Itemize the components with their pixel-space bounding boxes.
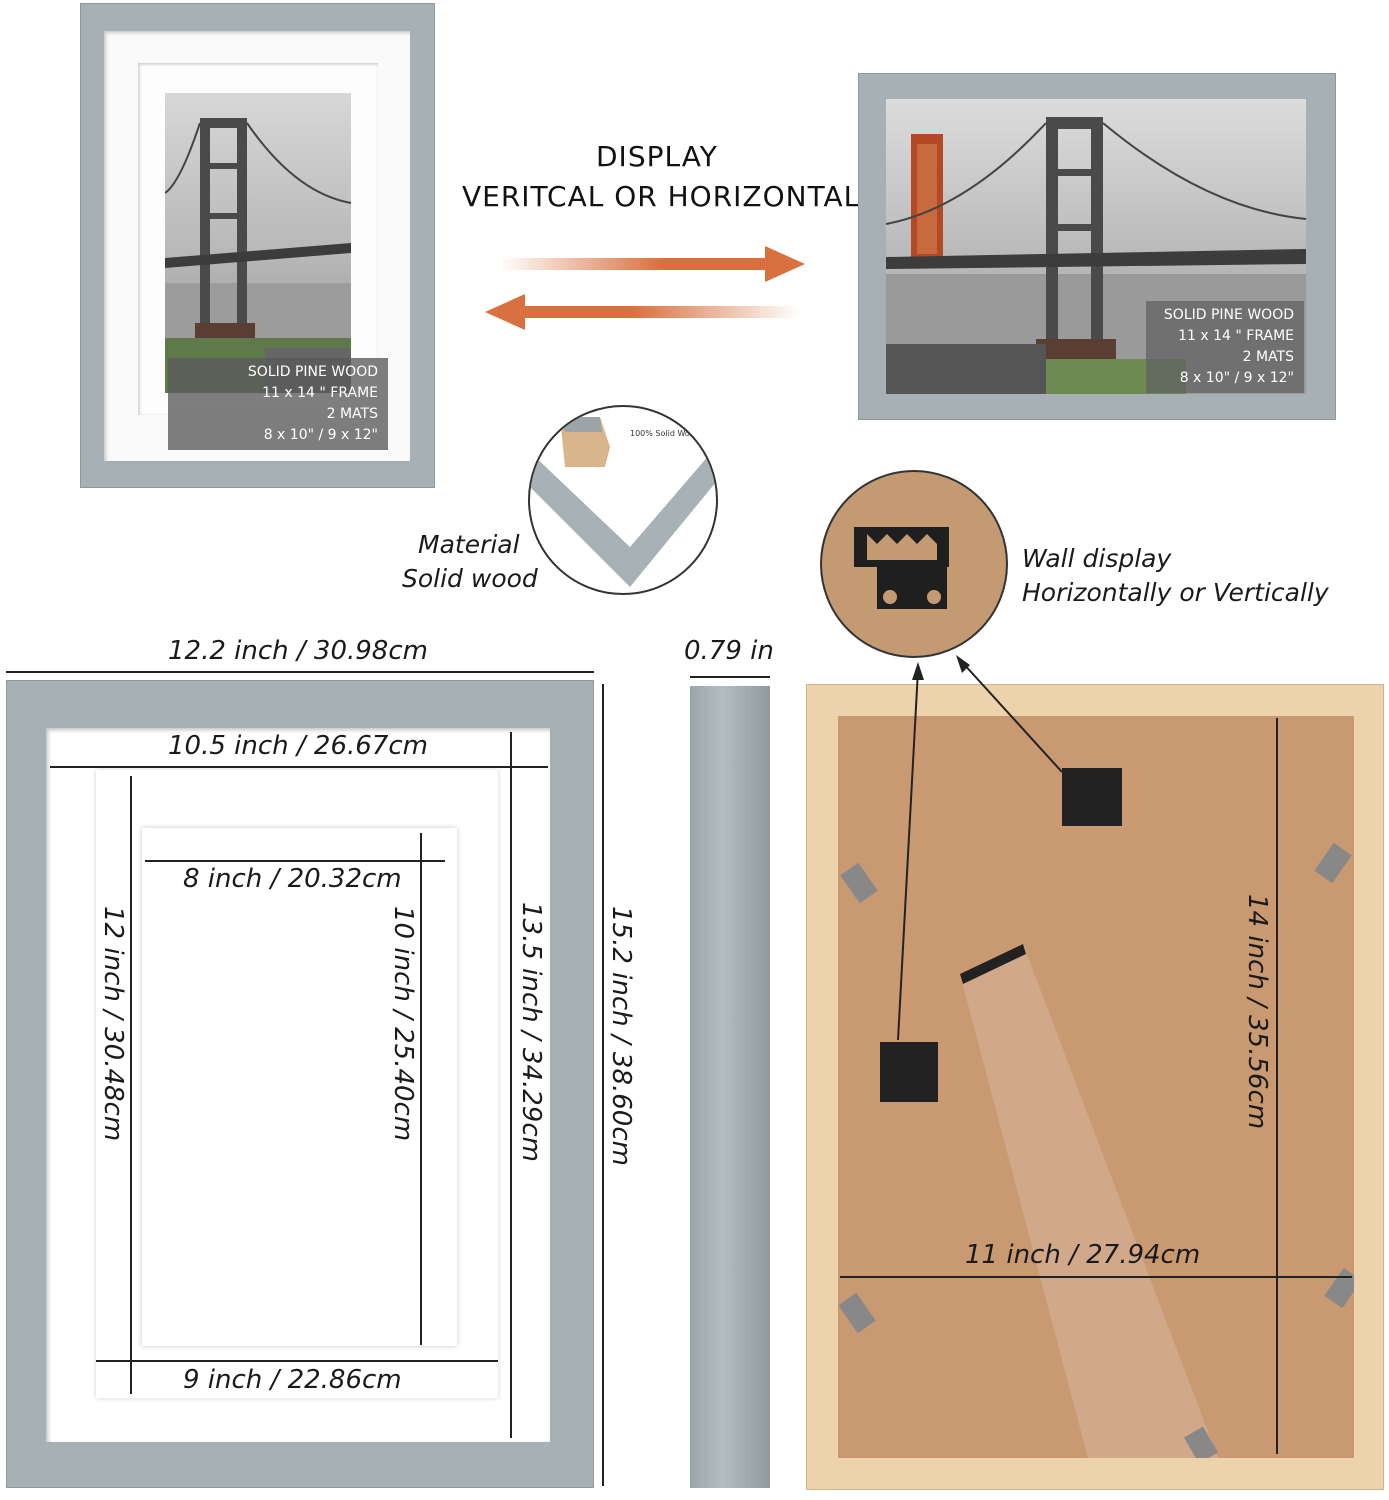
depth-label: 0.79 in	[684, 636, 774, 666]
mat-opening-inner	[142, 828, 457, 1346]
outer-width-line	[6, 671, 594, 673]
photo-height-line	[420, 833, 422, 1345]
overlay-h-line-2: 11 x 14 " FRAME	[1178, 328, 1294, 344]
mat-width-label: 9 inch / 22.86cm	[183, 1365, 402, 1395]
outer-width-label: 12.2 inch / 30.98cm	[168, 636, 428, 666]
overlay-line-4: 8 x 10" / 9 x 12"	[263, 427, 378, 443]
spec-overlay-vertical: SOLID PINE WOOD 11 x 14 " FRAME 2 MATS 8…	[168, 358, 388, 450]
hanger-detail-circle	[820, 470, 1008, 658]
overlay-line-1: SOLID PINE WOOD	[247, 364, 378, 380]
outer-height-line	[602, 684, 604, 1486]
display-heading-line2: VERITCAL OR HORIZONTAL	[462, 180, 861, 213]
vertical-frame: SOLID PINE WOOD 11 x 14 " FRAME 2 MATS 8…	[80, 3, 435, 488]
back-width-line	[840, 1276, 1352, 1278]
material-label-line2: Solid wood	[402, 564, 538, 593]
frame-depth-strip	[690, 686, 770, 1488]
spec-overlay-horizontal: SOLID PINE WOOD 11 x 14 " FRAME 2 MATS 8…	[1146, 301, 1304, 393]
overlay-h-line-4: 8 x 10" / 9 x 12"	[1179, 370, 1294, 386]
sawtooth-hanger-icon	[854, 527, 949, 609]
inner-height-line	[510, 732, 512, 1438]
wall-display-line2: Horizontally or Vertically	[1022, 578, 1329, 607]
arrow-right-icon	[500, 246, 805, 282]
horizontal-frame: SOLID PINE WOOD 11 x 14 " FRAME 2 MATS 8…	[858, 73, 1336, 420]
overlay-line-2: 11 x 14 " FRAME	[262, 385, 378, 401]
back-width-label: 11 inch / 27.94cm	[965, 1240, 1201, 1270]
display-heading-line1: DISPLAY	[596, 140, 718, 173]
wall-display-line1: Wall display	[1022, 544, 1172, 573]
depth-line	[690, 676, 770, 678]
overlay-h-line-1: SOLID PINE WOOD	[1163, 307, 1294, 323]
material-label-line1: Material	[418, 530, 520, 559]
corner-label: 100% Solid Wo	[630, 429, 690, 438]
back-height-line	[1276, 718, 1278, 1454]
wood-corner-icon	[530, 417, 716, 587]
photo-width-line	[145, 860, 445, 862]
overlay-line-3: 2 MATS	[326, 406, 378, 422]
mat-width-line	[96, 1360, 498, 1362]
orientation-arrows	[485, 246, 805, 330]
photo-width-label: 8 inch / 20.32cm	[183, 864, 402, 894]
inner-width-label: 10.5 inch / 26.67cm	[168, 731, 428, 761]
mat-height-line	[130, 776, 132, 1394]
arrow-left-icon	[485, 294, 800, 330]
easel-stand	[838, 768, 1354, 1458]
inner-width-line	[50, 766, 548, 768]
overlay-h-line-3: 2 MATS	[1242, 349, 1294, 365]
material-detail-circle: 100% Solid Wo	[528, 405, 718, 595]
